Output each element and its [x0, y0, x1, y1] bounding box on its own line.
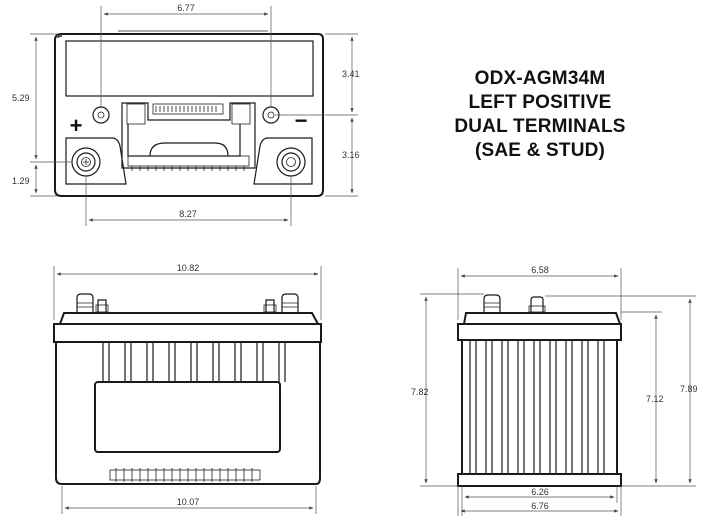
- dim-end-right-inner: 7.12: [646, 394, 664, 404]
- end-lid-band: [457, 323, 622, 341]
- positive-sign: +: [70, 113, 83, 138]
- end-ribs: [469, 340, 605, 474]
- dim-end-top-width: 6.58: [531, 265, 549, 275]
- side-negative-terminal-icon: [263, 293, 299, 313]
- title-line-1: ODX-AGM34M: [475, 68, 606, 89]
- terminal-pocket-positive: [65, 137, 127, 185]
- handle-icon: [121, 102, 256, 171]
- side-view: 10.82: [53, 263, 322, 514]
- dim-right-upper: 3.41: [342, 69, 360, 79]
- dim-top-width: 6.77: [177, 3, 195, 13]
- end-base: [457, 473, 622, 487]
- model-title: ODX-AGM34M LEFT POSITIVE DUAL TERMINALS …: [454, 68, 625, 161]
- dim-side-bottom-width: 10.07: [177, 497, 200, 507]
- top-view: + − 6.77 5.29 1.29 3.41 3.16 8.27: [12, 3, 360, 226]
- side-positive-terminal-icon: [76, 293, 109, 313]
- vent-left: [92, 106, 110, 124]
- terminal-pocket-negative: [253, 137, 313, 185]
- dim-end-left-height: 7.82: [411, 387, 429, 397]
- side-label-panel: [94, 381, 281, 453]
- title-line-3: DUAL TERMINALS: [454, 116, 625, 137]
- end-lid: [463, 312, 621, 325]
- dim-terminal-spacing: 8.27: [179, 209, 197, 219]
- side-ribs: [102, 342, 286, 382]
- dim-left-height: 5.29: [12, 93, 30, 103]
- dim-end-base-inner: 6.26: [531, 487, 549, 497]
- end-negative-terminal-icon: [528, 296, 546, 313]
- dim-end-base-outer: 6.76: [531, 501, 549, 511]
- end-view: 6.58 7.82: [411, 265, 698, 516]
- side-case: [55, 342, 321, 485]
- side-lid: [59, 312, 319, 325]
- title-line-2: LEFT POSITIVE: [468, 92, 611, 113]
- dim-right-lower: 3.16: [342, 150, 360, 160]
- side-base-strip: [109, 469, 261, 481]
- top-view-corner: [57, 35, 63, 39]
- positive-terminal-icon: [71, 147, 101, 177]
- title-line-4: (SAE & STUD): [475, 140, 605, 161]
- dim-end-right-outer: 7.89: [680, 384, 698, 394]
- label-window: [65, 40, 314, 97]
- negative-terminal-icon: [276, 147, 306, 177]
- side-lid-band: [53, 323, 322, 343]
- negative-sign: −: [295, 108, 308, 133]
- top-view-case: [54, 33, 324, 197]
- end-positive-terminal-icon: [483, 294, 501, 312]
- dim-side-top-width: 10.82: [177, 263, 200, 273]
- dim-left-lower: 1.29: [12, 176, 30, 186]
